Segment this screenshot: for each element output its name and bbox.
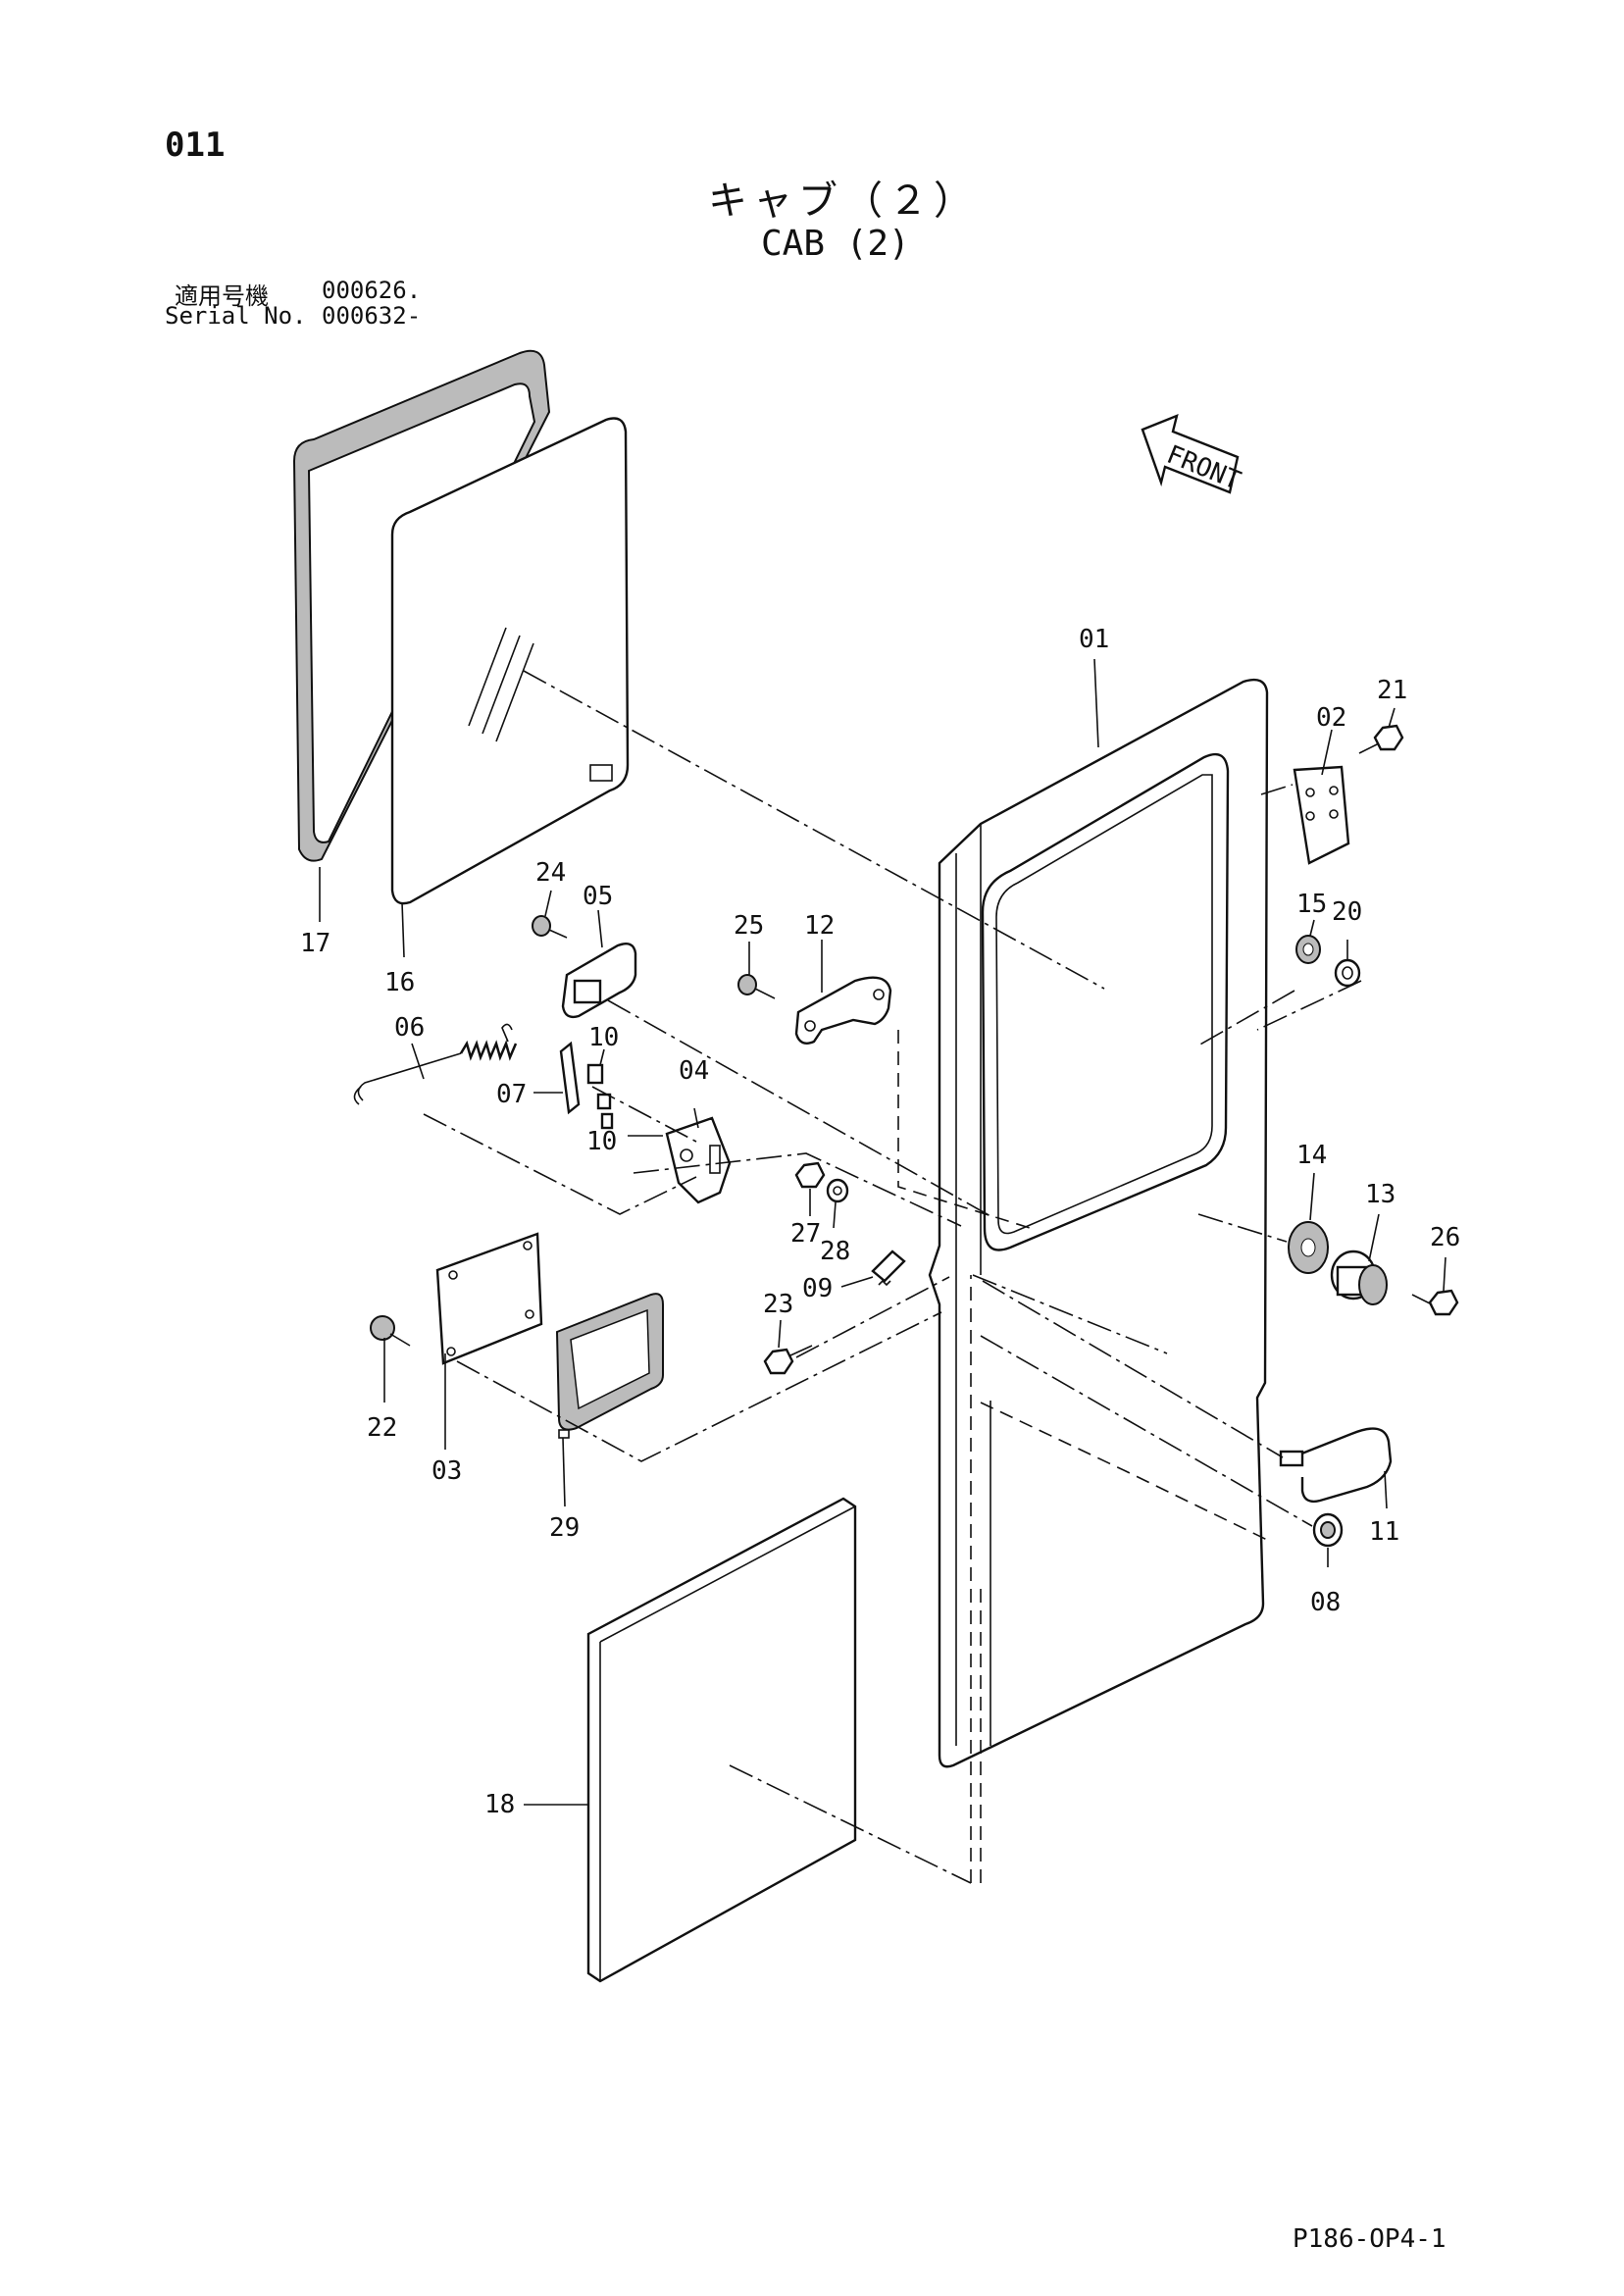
assembly-lines [423, 670, 1362, 1884]
callout-10-upper: 10 [588, 1023, 619, 1052]
part-27-nut [794, 1161, 826, 1189]
part-20-washer [1334, 958, 1361, 988]
callout-17: 17 [300, 929, 330, 958]
callout-20: 20 [1332, 897, 1362, 927]
callout-28: 28 [820, 1237, 850, 1266]
part-18-lower-panel [586, 1497, 857, 1983]
part-02-hinge [1293, 765, 1350, 865]
part-06-rod-spring [353, 1023, 518, 1105]
part-21-bolt [1358, 724, 1404, 754]
callout-06: 06 [394, 1013, 425, 1043]
callout-14: 14 [1296, 1141, 1327, 1170]
part-10-clip [586, 1063, 614, 1130]
callout-15: 15 [1296, 890, 1327, 919]
callout-03: 03 [431, 1456, 462, 1486]
callout-01: 01 [1079, 625, 1109, 654]
callout-04: 04 [679, 1056, 709, 1086]
callout-13: 13 [1365, 1180, 1396, 1209]
serial-value-english: 000632- [322, 302, 422, 330]
part-26-bolt [1411, 1289, 1459, 1316]
callout-07: 07 [496, 1080, 527, 1109]
part-04-latch [665, 1116, 732, 1204]
callout-23: 23 [763, 1290, 793, 1319]
serial-label-english: Serial No. [165, 302, 307, 330]
callout-27: 27 [790, 1219, 821, 1249]
part-25-bolt [737, 974, 776, 999]
title-english: CAB (2) [761, 224, 910, 264]
part-12-grip [794, 976, 892, 1045]
front-arrow-icon: FRONT [1141, 414, 1245, 496]
callout-08: 08 [1310, 1588, 1341, 1617]
part-28-washer [826, 1178, 849, 1203]
part-09-spring-clip [871, 1250, 906, 1287]
part-29-gasket [555, 1293, 664, 1439]
callout-05: 05 [583, 882, 613, 911]
callout-02: 02 [1316, 703, 1346, 733]
callout-29: 29 [549, 1513, 580, 1543]
callout-10-lower: 10 [586, 1127, 617, 1156]
callout-25: 25 [734, 911, 764, 941]
reference-code: P186-OP4-1 [1293, 2224, 1446, 2254]
part-05-inner-handle [561, 943, 637, 1019]
part-22-bolt [370, 1315, 411, 1347]
part-07-bracket [559, 1041, 581, 1115]
serial-label-japanese: 適用号機 [175, 282, 269, 310]
callout-22: 22 [367, 1413, 397, 1443]
leader-lines [319, 658, 1446, 1806]
part-08-cylinder-lock [1312, 1512, 1344, 1548]
part-24-bolt [532, 915, 568, 939]
callout-16: 16 [384, 968, 415, 997]
callout-12: 12 [804, 911, 835, 941]
part-03-cover-plate [435, 1232, 543, 1365]
serial-value-japanese: 000626. [322, 277, 422, 304]
callout-09: 09 [802, 1274, 833, 1303]
callout-26: 26 [1430, 1223, 1460, 1252]
callout-labels: 01 02 03 04 05 06 07 08 09 10 10 11 12 1… [300, 625, 1460, 1819]
part-14-bushing [1288, 1221, 1329, 1274]
part-16-window-glass [390, 417, 630, 905]
callout-11: 11 [1369, 1517, 1399, 1547]
title-japanese: キャブ（２） [708, 179, 979, 224]
part-15-nut [1295, 935, 1321, 964]
callout-24: 24 [535, 858, 566, 888]
part-01-door-frame [928, 678, 1269, 1768]
part-13-striker [1330, 1250, 1388, 1305]
part-23-bolt [763, 1345, 813, 1375]
page-number: 011 [165, 126, 226, 165]
part-11-outer-handle [1279, 1427, 1393, 1504]
callout-21: 21 [1377, 676, 1407, 705]
callout-18: 18 [484, 1790, 515, 1819]
